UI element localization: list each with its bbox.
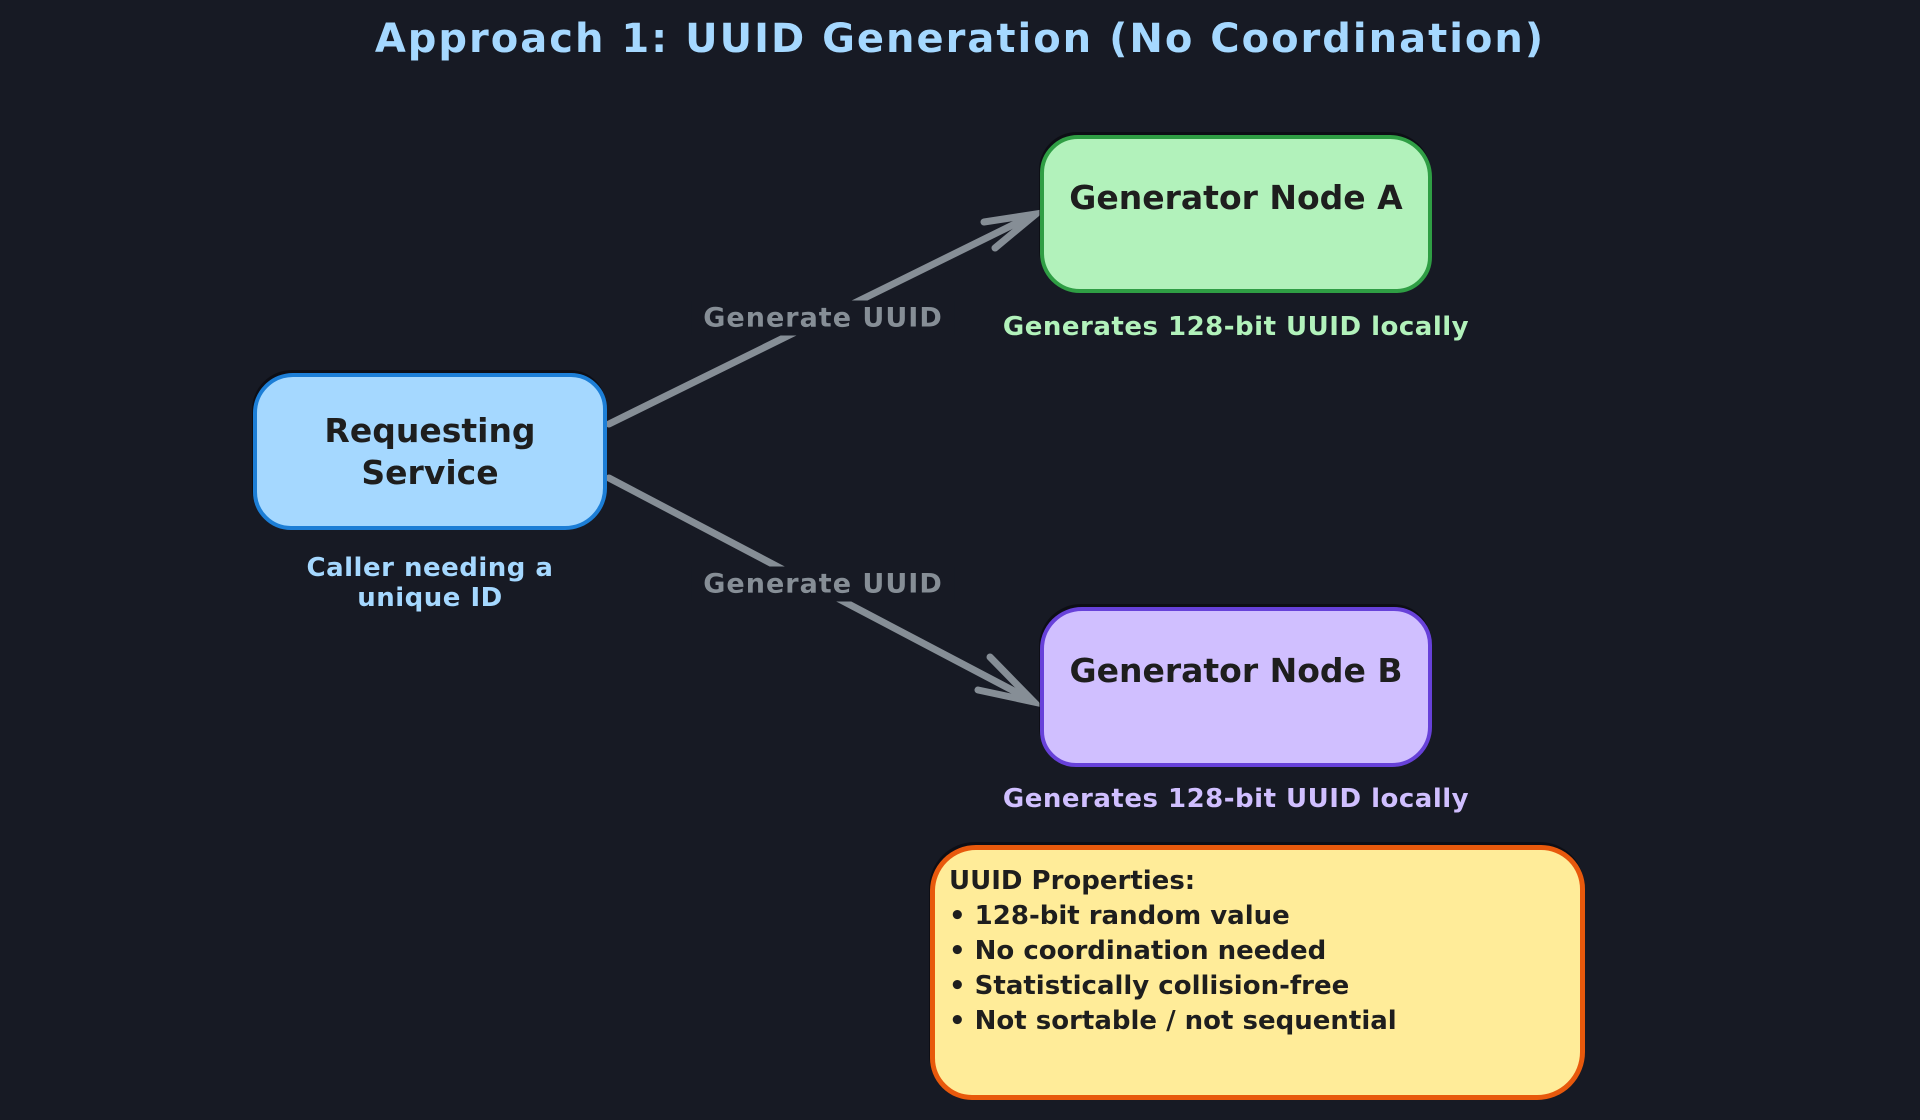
caption-generator-a: Generates 128-bit UUID locally [1002,312,1470,342]
node-generator-b: Generator Node B [1040,607,1432,767]
node-requesting-service: Requesting Service [253,373,607,530]
node-requesting-service-label: Requesting Service [324,411,536,492]
edge-label-generate-uuid-a: Generate UUID [691,300,955,336]
edge-label-generate-uuid-b: Generate UUID [691,566,955,602]
caption-generator-b: Generates 128-bit UUID locally [1002,784,1470,814]
uuid-property-item: • No coordination needed [949,936,1327,966]
uuid-properties-box: UUID Properties: • 128-bit random value … [930,845,1585,1100]
uuid-properties-title: UUID Properties: [949,866,1196,896]
diagram-title: Approach 1: UUID Generation (No Coordina… [374,16,1546,62]
arrowhead-generator-a [980,208,1048,252]
node-generator-a: Generator Node A [1040,135,1432,293]
arrowhead-generator-b [974,653,1045,708]
uuid-property-item: • 128-bit random value [949,901,1290,931]
caption-requesting-service: Caller needing a unique ID [306,553,554,613]
uuid-property-item: • Not sortable / not sequential [949,1006,1397,1036]
uuid-property-item: • Statistically collision-free [949,971,1350,1001]
node-generator-a-label: Generator Node A [1069,177,1403,217]
node-generator-b-label: Generator Node B [1069,650,1403,690]
